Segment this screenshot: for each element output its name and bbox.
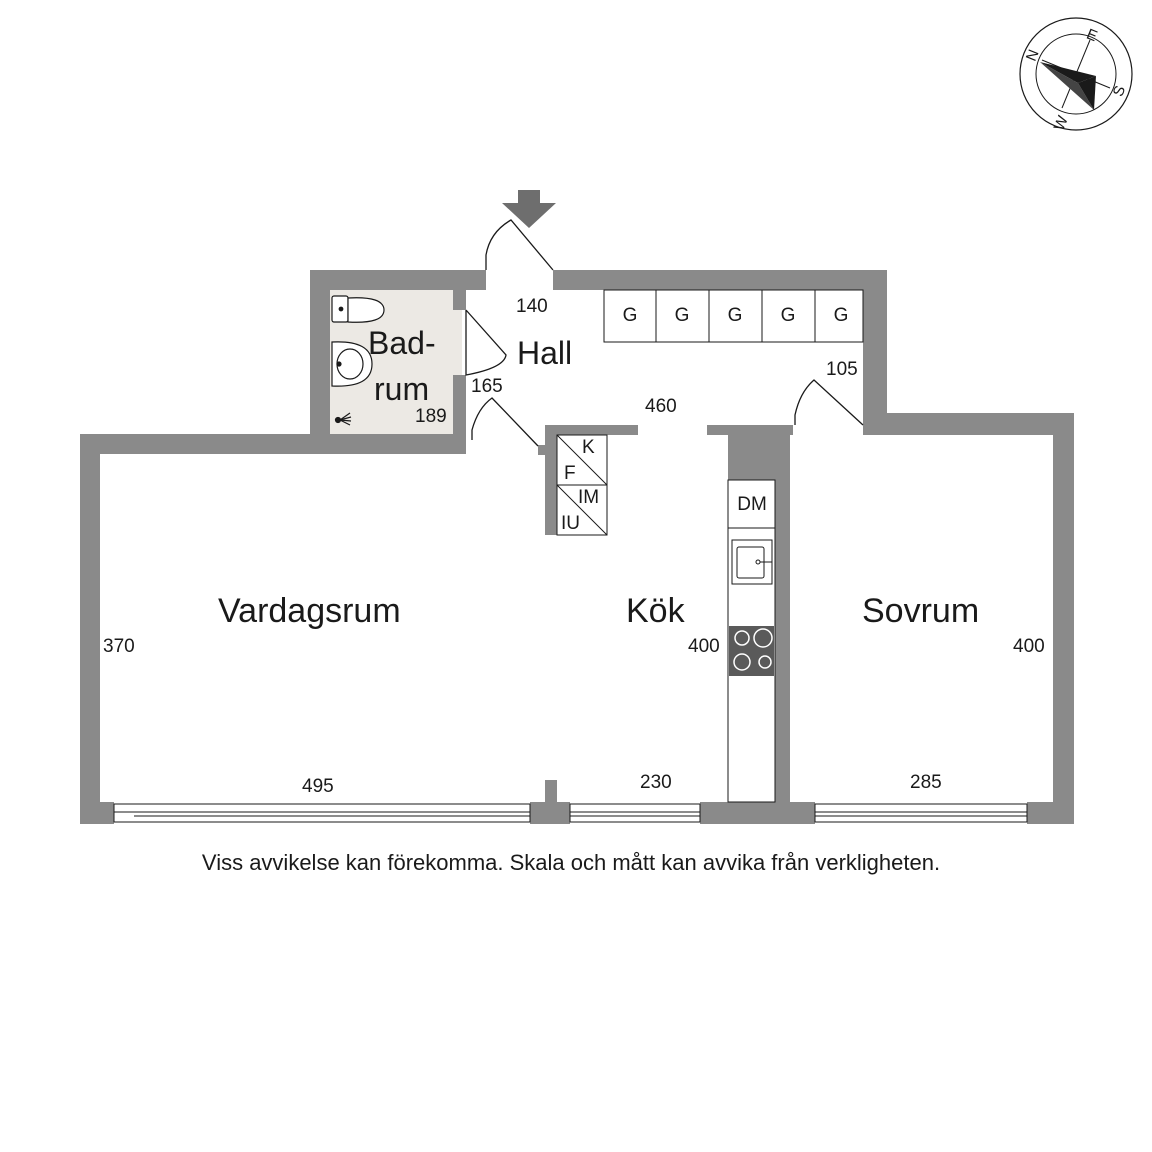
- doors: [465, 219, 864, 447]
- dimension-bedroom-width: 285: [910, 772, 942, 793]
- living-room-label: Vardagsrum: [218, 592, 401, 630]
- fridge-label: K: [582, 437, 595, 458]
- dimension-hall-door: 165: [471, 376, 503, 397]
- ice-machine-label: IM: [578, 487, 599, 508]
- dimension-kitchen-opening: 460: [645, 396, 677, 417]
- sink-icon: [331, 341, 373, 387]
- disclaimer-text: Viss avvikelse kan förekomma. Skala och …: [202, 850, 940, 875]
- entrance-door: [485, 219, 554, 271]
- dimension-kitchen-width: 230: [640, 772, 672, 793]
- kitchen-label: Kök: [626, 592, 686, 630]
- freezer-label: F: [564, 463, 576, 484]
- kitchen-sink-icon: [731, 539, 773, 585]
- compass-north: N: [1023, 47, 1043, 63]
- bathroom-door: [465, 309, 507, 376]
- wardrobe-label: G: [781, 305, 796, 326]
- shower-icon: [334, 412, 352, 426]
- dimension-bedroom-door: 105: [826, 359, 858, 380]
- stove-icon: [729, 626, 774, 676]
- wardrobe-row: G G G G G: [603, 289, 864, 343]
- dimension-kitchen-height: 400: [688, 636, 720, 657]
- living-door: [471, 397, 539, 447]
- bedroom-label: Sovrum: [862, 592, 979, 630]
- dimension-living-height: 370: [103, 636, 135, 657]
- compass-east: E: [1084, 26, 1100, 46]
- dimension-hall-top: 140: [516, 296, 548, 317]
- bathroom-fixtures: [331, 295, 385, 426]
- wardrobe-label: G: [728, 305, 743, 326]
- dishwasher-label: DM: [737, 494, 767, 515]
- wardrobe-label: G: [675, 305, 690, 326]
- dimension-living-width: 495: [302, 776, 334, 797]
- wardrobe-label: G: [834, 305, 849, 326]
- ice-unit-label: IU: [561, 513, 580, 534]
- toilet-icon: [331, 295, 385, 323]
- bathroom-label-line1: Bad-: [368, 325, 436, 361]
- compass-needle-icon: [1040, 62, 1096, 83]
- entrance-arrow-icon: [502, 190, 556, 228]
- compass-rose: N E S W: [1019, 17, 1133, 133]
- kitchen-counter: DM: [727, 479, 776, 803]
- appliance-closet: [556, 434, 608, 536]
- dimension-bathroom: 189: [415, 406, 447, 427]
- walls: [80, 270, 1074, 824]
- dimension-bedroom-height: 400: [1013, 636, 1045, 657]
- hall-label: Hall: [517, 335, 572, 371]
- bedroom-door: [794, 379, 864, 426]
- compass-south: S: [1110, 83, 1130, 99]
- bathroom-label-line2: rum: [374, 371, 429, 407]
- windows: [113, 803, 1028, 823]
- wardrobe-label: G: [623, 305, 638, 326]
